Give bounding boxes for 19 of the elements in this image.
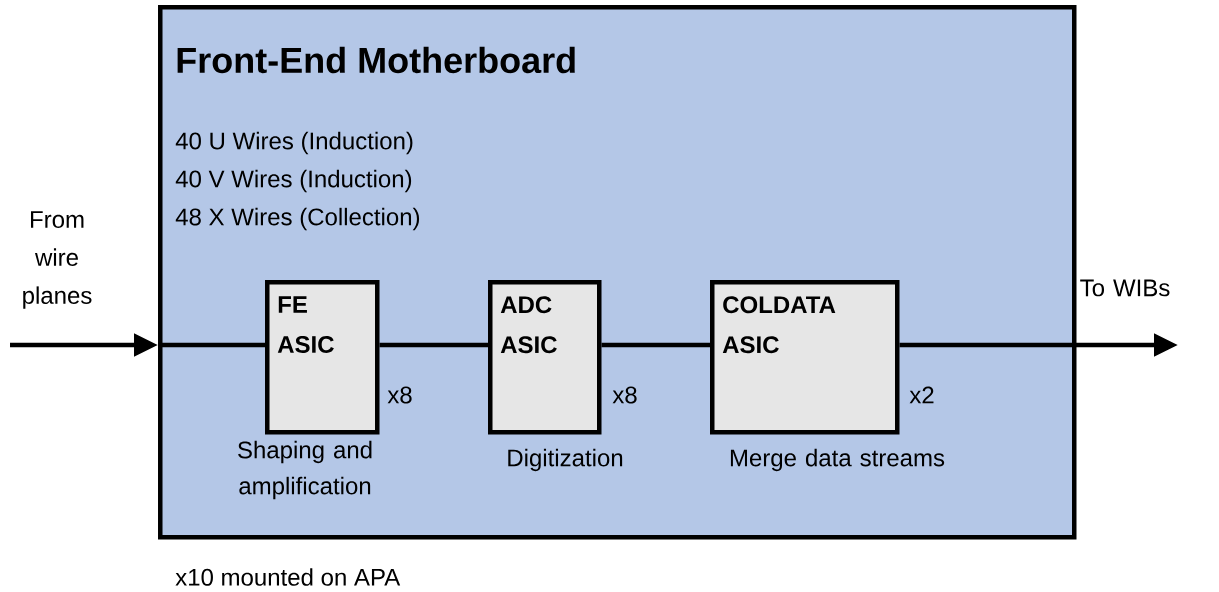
chip-box [488, 280, 602, 435]
chip-name: ADC ASIC [500, 296, 557, 354]
node-label: Merge data streams [730, 448, 945, 472]
wire-count: 40 V Wires (Induction) [175, 169, 412, 193]
node-label: x10 mounted on APA [175, 568, 401, 586]
title: Front-End Motherboard [177, 46, 575, 74]
chip-box [265, 280, 380, 435]
node-label: x8 [387, 386, 412, 404]
node-label: Shaping and amplification [238, 440, 372, 500]
wire-count: 48 X Wires (Collection) [175, 207, 420, 231]
chip-box [710, 280, 900, 435]
node-label: Digitization [508, 448, 623, 472]
node-label: x8 [612, 386, 637, 404]
flow-label: To WIBs [1080, 279, 1170, 297]
wire-count: 40 U Wires (Induction) [175, 131, 413, 155]
flow-label: From wire planes [23, 211, 92, 309]
chip-name: FE ASIC [277, 296, 334, 353]
chip-name: COLDATA ASIC [722, 296, 836, 354]
node-label: x2 [909, 386, 934, 404]
